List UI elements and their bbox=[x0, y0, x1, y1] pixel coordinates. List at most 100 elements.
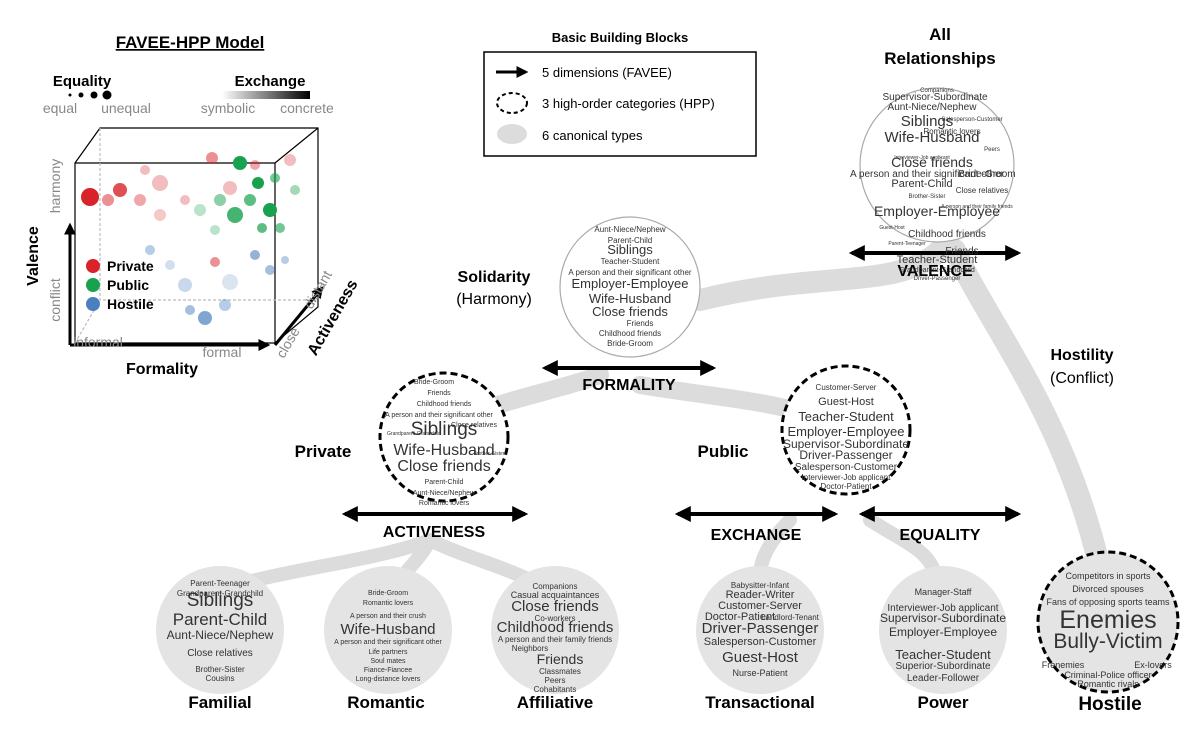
romantic-cloud-word: Long-distance lovers bbox=[356, 676, 421, 683]
all-cloud-word: Romantic lovers bbox=[923, 127, 980, 136]
solidarity-cloud-word: Aunt-Niece/Nephew bbox=[594, 225, 665, 234]
all-cloud-word: Friends bbox=[945, 246, 978, 257]
familial-cloud-word: Parent-Teenager bbox=[190, 579, 250, 588]
power-cloud-word: Manager-Staff bbox=[915, 587, 972, 597]
all-cloud-word: Wife-Husband bbox=[884, 129, 979, 146]
hostile-cloud-word: Divorced spouses bbox=[1072, 584, 1144, 594]
valence-harmony: harmony bbox=[47, 159, 63, 213]
romantic-circle bbox=[324, 566, 452, 694]
private-cloud-word: Aunt-Niece/Nephew bbox=[413, 490, 476, 497]
valence-axis-label: VALENCE bbox=[897, 263, 973, 280]
formality-axis-label: FORMALITY bbox=[582, 377, 676, 394]
power-circle bbox=[879, 566, 1007, 694]
public-cloud-word: Supervisor-Subordinate bbox=[783, 437, 909, 451]
transactional-cloud-word: Landlord-Tenant bbox=[761, 613, 820, 622]
legend-public-dot bbox=[86, 278, 100, 292]
familial-cloud-word: Siblings bbox=[187, 590, 254, 611]
public-circle bbox=[780, 364, 912, 496]
affiliative-cloud-word: Neighbors bbox=[512, 644, 548, 653]
exchange-gradient bbox=[222, 91, 310, 99]
romantic-label: Romantic bbox=[347, 693, 424, 712]
hostile-cloud-word: Enemies bbox=[1059, 606, 1156, 634]
circles bbox=[156, 87, 1180, 694]
solidarity-cloud-word: A person and their significant other bbox=[568, 268, 692, 277]
exchange-concrete: concrete bbox=[280, 100, 334, 116]
transactional-cloud: Babysitter-InfantReader-WriterCustomer-S… bbox=[702, 581, 820, 678]
all-cloud-word: Aunt-Niece/Nephew bbox=[888, 102, 978, 113]
romantic-cloud-word: Wife-Husband bbox=[340, 621, 435, 638]
all-cloud-word: Guest-Host bbox=[879, 225, 905, 231]
power-label: Power bbox=[917, 693, 968, 712]
all-cloud-word: Childhood friends bbox=[908, 229, 986, 240]
public-heading: Public bbox=[697, 442, 748, 461]
private-cloud-word: Wife-Husband bbox=[393, 442, 494, 459]
romantic-cloud-word: A person and their crush bbox=[350, 613, 426, 620]
private-cloud-word: Grandparent-Grandchild bbox=[387, 431, 441, 437]
all-cloud-word: Parent-Teenager bbox=[888, 241, 926, 247]
affiliative-cloud-word: Friends bbox=[537, 651, 584, 667]
public-cloud-word: Salesperson-Customer bbox=[795, 462, 898, 473]
public-cloud: Customer-ServerGuest-HostTeacher-Student… bbox=[783, 383, 909, 491]
equality-unequal: unequal bbox=[101, 100, 151, 116]
romantic-cloud-word: Life partners bbox=[369, 649, 408, 656]
dimension-arrows bbox=[341, 245, 1022, 522]
building-blocks-key: Basic Building Blocks 5 dimensions (FAVE… bbox=[483, 30, 757, 157]
transactional-cloud-word: Doctor-Patient bbox=[705, 611, 775, 623]
band-all-to-hostile bbox=[944, 239, 1121, 631]
all-cloud-word: Brother-Sister bbox=[908, 194, 945, 200]
equality-equal: equal bbox=[43, 100, 77, 116]
transactional-cloud-word: Babysitter-Infant bbox=[731, 581, 790, 590]
solidarity-cloud-word: Friends bbox=[627, 319, 654, 328]
legend-private-label: Private bbox=[107, 258, 154, 274]
hostile-cloud-word: Frenemies bbox=[1042, 660, 1085, 670]
all-cloud-word: Close relatives bbox=[956, 186, 1008, 195]
hostile-cloud-word: Competitors in sports bbox=[1065, 571, 1151, 581]
public-cloud-word: Customer-Server bbox=[816, 383, 877, 392]
public-cloud-word: Interviewer-Job applicant bbox=[802, 473, 892, 482]
solidarity-cloud-word: Close friends bbox=[592, 304, 668, 319]
exchange-axis-label: EXCHANGE bbox=[711, 527, 802, 544]
all-cloud-word: Interviewer-Job applicant bbox=[894, 155, 950, 161]
legend-private-dot bbox=[86, 259, 100, 273]
solidarity-cloud-word: Teacher-Student bbox=[601, 257, 660, 266]
key-title: Basic Building Blocks bbox=[552, 30, 689, 45]
transactional-cloud-word: Customer-Server bbox=[718, 600, 802, 612]
romantic-cloud-word: Fiance-Fiancee bbox=[364, 667, 412, 674]
affiliative-cloud-word: Childhood friends bbox=[497, 619, 614, 636]
equality-dot-3 bbox=[90, 91, 98, 99]
all-cloud-word: Driver-Passenger bbox=[914, 276, 961, 282]
formality-label: Formality bbox=[126, 361, 198, 378]
legend-public-label: Public bbox=[107, 277, 149, 293]
affiliative-label: Affiliative bbox=[517, 693, 594, 712]
affiliative-cloud-word: Cohabitants bbox=[534, 685, 577, 694]
private-cloud-word: Bride-Groom bbox=[414, 379, 454, 386]
public-cloud-word: Doctor-Patient bbox=[820, 482, 872, 491]
harmony-heading: (Harmony) bbox=[456, 291, 532, 308]
familial-cloud-word: Parent-Child bbox=[173, 610, 268, 629]
romantic-cloud-word: A person and their significant other bbox=[334, 639, 442, 646]
hostile-cloud-word: Ex-lovers bbox=[1134, 660, 1172, 670]
private-circle bbox=[378, 371, 510, 503]
affiliative-cloud-word: Companions bbox=[533, 582, 578, 591]
all-cloud-word: A person and their family friends bbox=[941, 204, 1013, 210]
power-cloud-word: Leader-Follower bbox=[907, 673, 980, 684]
public-cloud-word: Employer-Employee bbox=[787, 424, 904, 439]
private-cloud-word: Siblings bbox=[411, 419, 478, 440]
equality-dot-2 bbox=[78, 92, 84, 98]
equality-dot-1 bbox=[68, 93, 72, 97]
equality-axis-label: EQUALITY bbox=[900, 527, 981, 544]
solidarity-cloud-word: Childhood friends bbox=[599, 329, 661, 338]
solidarity-circle bbox=[559, 216, 701, 358]
hostile-cloud-word: Romantic rivals bbox=[1077, 679, 1139, 689]
transactional-circle bbox=[696, 566, 824, 694]
affiliative-cloud-word: Close friends bbox=[511, 598, 599, 615]
solidarity-cloud: Aunt-Niece/NephewParent-ChildSiblingsTea… bbox=[568, 225, 692, 348]
band-all-to-solidarity bbox=[689, 239, 951, 311]
hostile-cloud-word: Fans of opposing sports teams bbox=[1046, 597, 1170, 607]
all-cloud-word: Bride-Groom bbox=[958, 169, 1015, 180]
all-cloud-word: Siblings bbox=[901, 113, 954, 130]
